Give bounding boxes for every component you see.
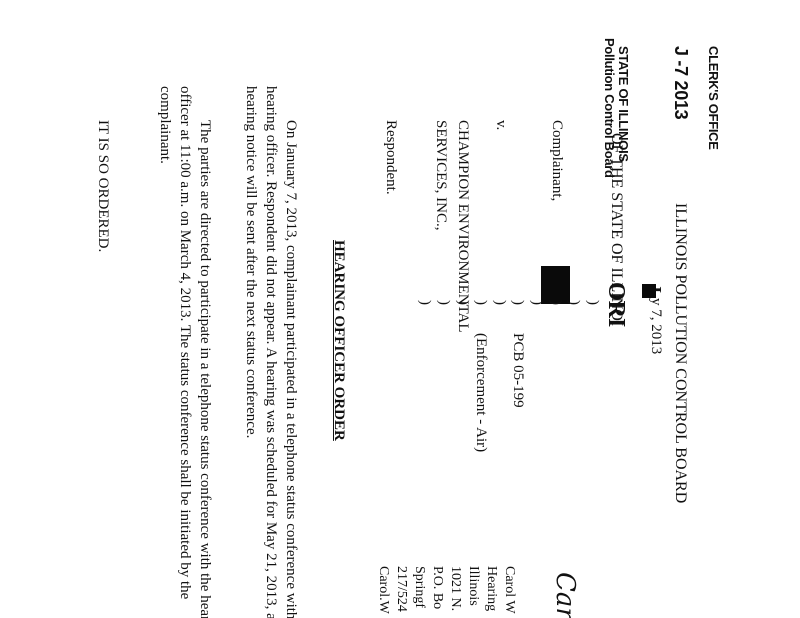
- caption-bracket: ): [473, 300, 489, 305]
- caption-bracket: ): [566, 300, 582, 305]
- caption-bracket: ): [585, 300, 601, 305]
- caption-bracket: ): [510, 300, 526, 305]
- header-redaction-mark: [642, 284, 656, 298]
- signature-line: Hearing: [484, 566, 499, 612]
- redaction-block: [541, 266, 570, 304]
- caption-bracket: ): [529, 300, 545, 305]
- signature-line: Springf: [412, 566, 427, 608]
- signature-line: 1021 N.: [448, 566, 463, 612]
- paragraph-2-line: complainant.: [157, 86, 173, 164]
- order-title: HEARING OFFICER ORDER: [331, 240, 347, 441]
- caption-complainant-label: Complainant,: [549, 120, 565, 202]
- signature-line: Carol W: [502, 566, 517, 614]
- caption-bracket: ): [436, 300, 452, 305]
- caption-versus: v.: [493, 120, 509, 131]
- board-name-heading: ILLINOIS POLLUTION CONTROL BOARD: [672, 203, 689, 504]
- paragraph-2-line: The parties are directed to participate …: [197, 120, 213, 618]
- caption-respondent-label: Respondent.: [383, 120, 399, 195]
- paragraph-1-line: On January 7, 2013, complainant particip…: [283, 120, 299, 618]
- case-number: PCB 05-199: [510, 333, 526, 408]
- signature-line: Carol.W: [376, 566, 391, 614]
- signature-line: P.O. Bo: [430, 566, 445, 610]
- so-ordered-line: IT IS SO ORDERED.: [95, 120, 111, 253]
- case-type: (Enforcement - Air): [473, 333, 489, 453]
- signature-line: Illinois: [466, 566, 481, 606]
- caption-defendant-line2: SERVICES, INC.,: [433, 120, 449, 231]
- clerk-office-stamp: CLERK'S OFFICE: [706, 46, 721, 150]
- caption-bracket: ): [455, 300, 471, 305]
- caption-plaintiff: OF THE STATE OF ILLINOI: [608, 133, 625, 327]
- caption-bracket: ): [548, 300, 564, 305]
- paragraph-2-line: officer at 11:00 a.m. on March 4, 2013. …: [177, 86, 193, 600]
- clerk-stamp-date: J -7 2013: [671, 46, 691, 120]
- paragraph-1-line: hearing notice will be sent after the ne…: [243, 86, 259, 439]
- header-date: y 7, 2013: [648, 298, 664, 355]
- caption-bracket: ): [417, 300, 433, 305]
- caption-bracket: ): [492, 300, 508, 305]
- paragraph-1-line: hearing officer. Respondent did not appe…: [263, 86, 279, 618]
- signature-script: Caro: [550, 572, 580, 618]
- signature-line: 217/524: [394, 566, 409, 612]
